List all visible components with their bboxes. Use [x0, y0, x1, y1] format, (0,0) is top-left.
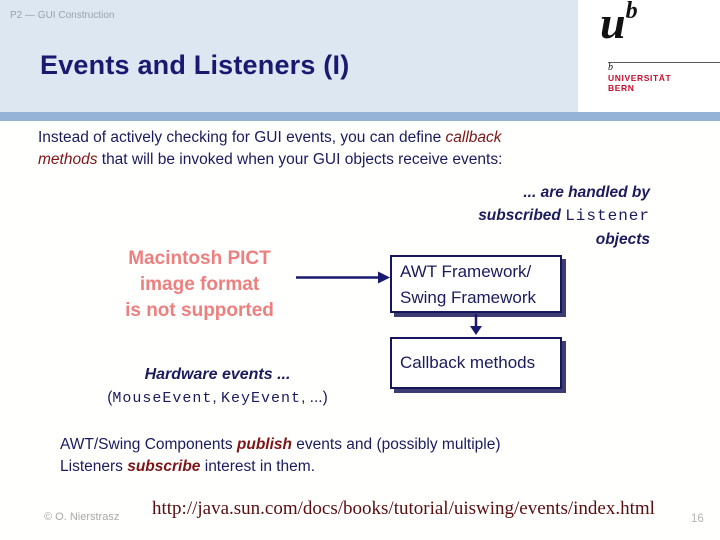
summary-line-2: Listeners subscribe interest in them.: [60, 458, 316, 475]
logo-university-text: UNIVERSITÄT: [608, 73, 672, 83]
intro-line-2: methods that will be invoked when your G…: [38, 151, 503, 168]
copyright-label: © O. Nierstrasz: [44, 511, 120, 523]
summary-line-1: AWT/Swing Components publish events and …: [60, 436, 501, 453]
hardware-events-block: Hardware events ... (MouseEvent, KeyEven…: [40, 363, 395, 410]
university-bern-logo: ub b UNIVERSITÄT BERN: [578, 0, 720, 112]
tutorial-url-link[interactable]: http://java.sun.com/docs/books/tutorial/…: [152, 498, 655, 519]
logo-divider-rule: [608, 62, 720, 63]
emphasis-callback: callback: [445, 129, 502, 146]
emphasis-methods: methods: [38, 151, 98, 168]
keyevent-code-text: KeyEvent: [221, 390, 302, 407]
pict-placeholder: Macintosh PICT image format is not suppo…: [125, 248, 274, 321]
logo-bern-text: BERN: [608, 83, 635, 93]
logo-u-glyph: ub: [600, 0, 638, 48]
slide-title: Events and Listeners (I): [40, 50, 350, 80]
handled-line-2: subscribed Listener: [478, 207, 650, 225]
page-number: 16: [691, 513, 704, 525]
intro-paragraph: Instead of actively checking for GUI eve…: [38, 127, 502, 171]
callback-methods-box: Callback methods: [390, 337, 562, 389]
summary-paragraph: AWT/Swing Components publish events and …: [60, 434, 501, 478]
divider-band: [0, 112, 720, 121]
logo-b-superscript: b: [625, 0, 638, 24]
hardware-events-label: Hardware events ...: [144, 366, 291, 383]
arrow-right-icon: [296, 271, 390, 284]
arrow-down-icon: [470, 314, 482, 335]
hardware-events-code-line: (MouseEvent, KeyEvent, ...): [107, 389, 328, 407]
mouseevent-code-text: MouseEvent: [112, 390, 213, 407]
logo-small-mark: b: [608, 62, 613, 73]
course-label: P2 — GUI Construction: [10, 10, 115, 21]
emphasis-publish: publish: [236, 436, 292, 453]
handled-by-block: ... are handled by subscribed Listener o…: [478, 181, 650, 251]
listener-code-text: Listener: [565, 207, 650, 225]
handled-line-1: ... are handled by: [523, 184, 650, 201]
emphasis-subscribe: subscribe: [127, 458, 201, 475]
intro-line-1: Instead of actively checking for GUI eve…: [38, 129, 502, 146]
handled-line-3: objects: [595, 231, 650, 248]
awt-framework-box: AWT Framework/ Swing Framework: [390, 255, 562, 313]
